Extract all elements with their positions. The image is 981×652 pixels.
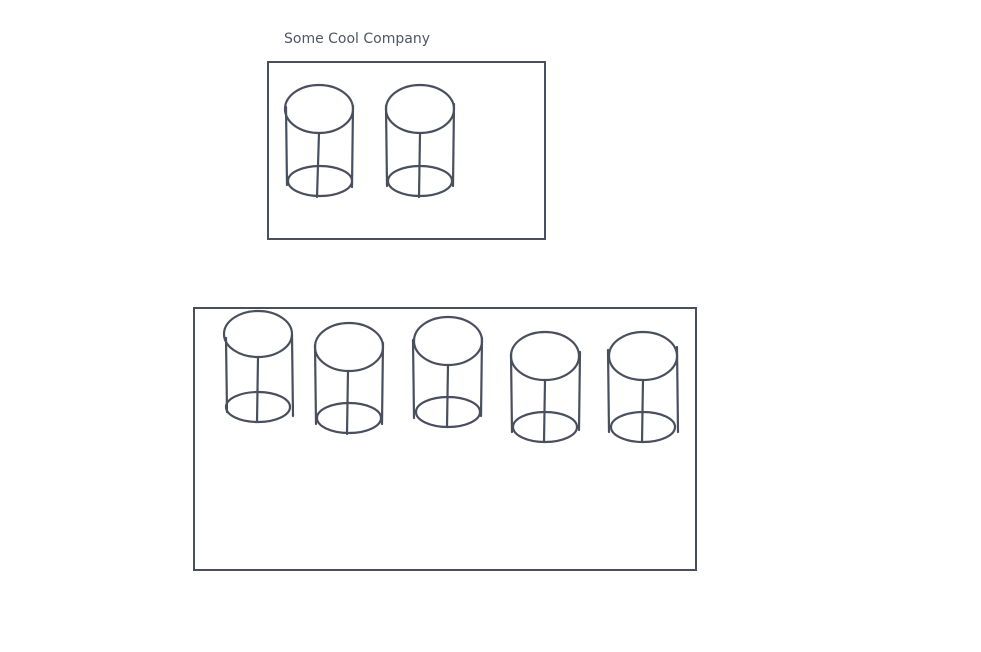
lower-box <box>193 307 697 571</box>
company-box <box>267 61 546 240</box>
database-cylinder-icon <box>283 83 355 199</box>
database-cylinder-icon <box>411 315 484 429</box>
company-label: Some Cool Company <box>284 31 431 47</box>
database-cylinder-icon <box>222 309 295 424</box>
database-cylinder-icon <box>606 330 680 444</box>
database-cylinder-icon <box>313 321 385 436</box>
database-cylinder-icon <box>384 83 456 199</box>
database-cylinder-icon <box>509 330 582 444</box>
